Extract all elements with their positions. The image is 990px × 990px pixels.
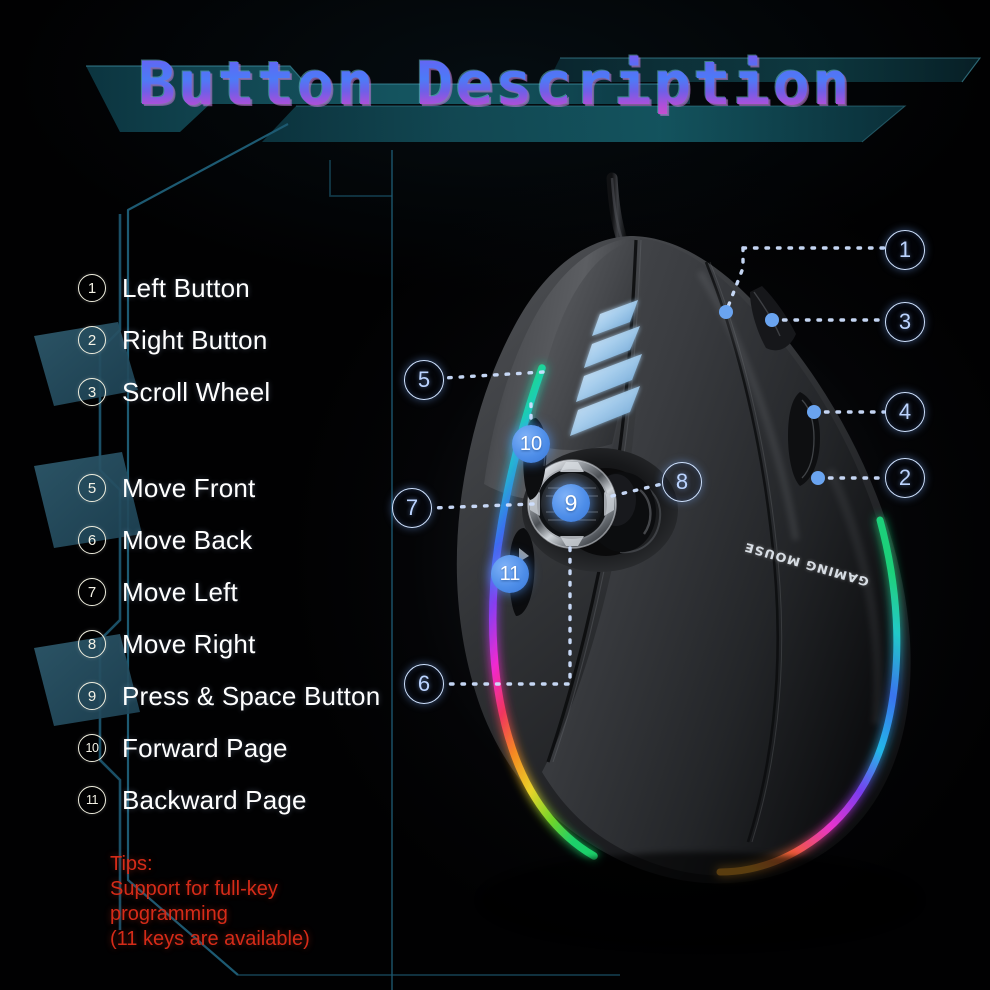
mouse-right-shell bbox=[542, 238, 902, 876]
leader-7 bbox=[430, 502, 535, 510]
legend-label-7: Move Left bbox=[122, 577, 238, 607]
title-banner: Button Description bbox=[0, 18, 990, 138]
tips-line-4: (11 keys are available) bbox=[110, 928, 310, 950]
banner-bar-upper bbox=[86, 66, 690, 132]
legend-item-1: 1 Left Button bbox=[78, 262, 408, 314]
callout-marker-9[interactable]: 9 bbox=[552, 484, 590, 522]
led-stripe-group bbox=[570, 300, 642, 436]
legend-item-7: 7 Move Left bbox=[78, 566, 408, 618]
callout-marker-1[interactable]: 1 bbox=[885, 230, 925, 270]
legend-label-10: Forward Page bbox=[122, 733, 288, 763]
mouse-right-seam bbox=[704, 261, 779, 843]
tips-block: Tips: Support for full-key programming (… bbox=[110, 852, 310, 952]
legend-label-1: Left Button bbox=[122, 273, 250, 303]
frame-line-topleft bbox=[126, 123, 289, 300]
legend-number-6: 6 bbox=[78, 526, 106, 554]
legend-number-11: 11 bbox=[78, 786, 106, 814]
button-legend-list: 1 Left Button 2 Right Button 3 Scroll Wh… bbox=[78, 262, 408, 826]
tips-line-2: Support for full-key bbox=[110, 878, 278, 900]
joystick-tab-down[interactable] bbox=[560, 536, 584, 546]
leader-endpoints bbox=[719, 305, 825, 485]
frame-line-right-notch bbox=[329, 160, 392, 197]
legend-item-6: 6 Move Back bbox=[78, 514, 408, 566]
legend-item-9: 9 Press & Space Button bbox=[78, 670, 408, 722]
tips-heading: Tips: bbox=[110, 853, 153, 875]
leader-6 bbox=[442, 546, 572, 686]
callout-marker-3[interactable]: 3 bbox=[885, 302, 925, 342]
tips-line-3: programming bbox=[110, 903, 228, 925]
legend-label-6: Move Back bbox=[122, 525, 253, 555]
legend-label-8: Move Right bbox=[122, 629, 256, 659]
banner-bar-lower bbox=[262, 106, 905, 142]
legend-label-9: Press & Space Button bbox=[122, 681, 381, 711]
callout-marker-10[interactable]: 10 bbox=[512, 425, 550, 463]
callout-marker-8[interactable]: 8 bbox=[662, 462, 702, 502]
legend-label-11: Backward Page bbox=[122, 785, 307, 815]
callout-marker-5[interactable]: 5 bbox=[404, 360, 444, 400]
legend-item-5: 5 Move Front bbox=[78, 462, 408, 514]
legend-number-7: 7 bbox=[78, 578, 106, 606]
legend-item-11: 11 Backward Page bbox=[78, 774, 408, 826]
leader-5 bbox=[442, 370, 545, 380]
legend-item-2: 2 Right Button bbox=[78, 314, 408, 366]
banner-bar-topright bbox=[548, 58, 980, 82]
legend-number-1: 1 bbox=[78, 274, 106, 302]
joystick-tab-up[interactable] bbox=[560, 462, 584, 472]
legend-number-8: 8 bbox=[78, 630, 106, 658]
joystick-tab-right[interactable] bbox=[604, 492, 614, 516]
page-title: Button Description bbox=[0, 54, 990, 114]
legend-number-2: 2 bbox=[78, 326, 106, 354]
legend-label-5: Move Front bbox=[122, 473, 256, 503]
legend-number-9: 9 bbox=[78, 682, 106, 710]
leader-1b bbox=[724, 246, 745, 314]
legend-item-3: 3 Scroll Wheel bbox=[78, 366, 408, 418]
callout-marker-7[interactable]: 7 bbox=[392, 488, 432, 528]
legend-number-3: 3 bbox=[78, 378, 106, 406]
legend-label-2: Right Button bbox=[122, 325, 268, 355]
callout-marker-2[interactable]: 2 bbox=[885, 458, 925, 498]
legend-number-10: 10 bbox=[78, 734, 106, 762]
leader-8 bbox=[610, 482, 664, 498]
callout-marker-11[interactable]: 11 bbox=[491, 555, 529, 593]
legend-label-3: Scroll Wheel bbox=[122, 377, 271, 407]
legend-item-8: 8 Move Right bbox=[78, 618, 408, 670]
callout-marker-4[interactable]: 4 bbox=[885, 392, 925, 432]
legend-number-5: 5 bbox=[78, 474, 106, 502]
legend-item-10: 10 Forward Page bbox=[78, 722, 408, 774]
callout-marker-6[interactable]: 6 bbox=[404, 664, 444, 704]
